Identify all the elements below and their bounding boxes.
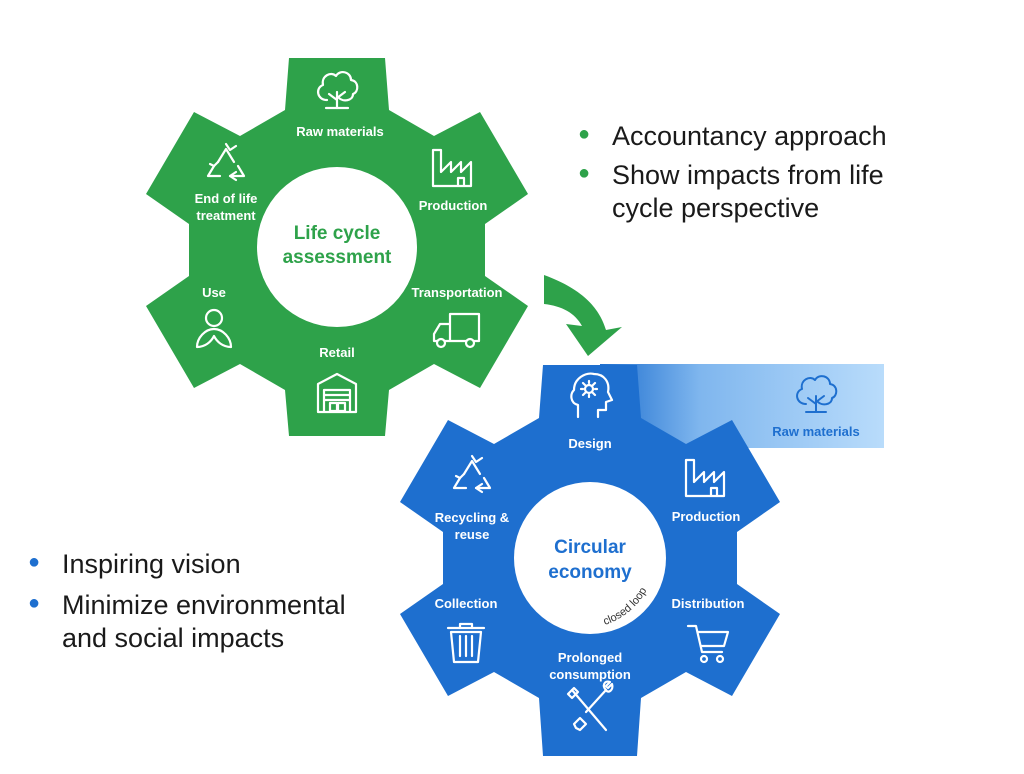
bullet-dot-icon: ● (28, 551, 41, 573)
ce-center-label-line2: economy (548, 562, 632, 583)
transition-arrow (544, 275, 622, 356)
factory-icon (431, 148, 473, 188)
lca-stage-retail: Retail (319, 345, 354, 360)
recycle-icon (452, 454, 492, 494)
ce-center-label-line1: Circular (554, 537, 626, 558)
raw-materials-panel-label: Raw materials (772, 424, 859, 439)
lca-center-hole (257, 167, 417, 327)
ce-stage-recycling-line1: Recycling & (435, 510, 509, 525)
lca-bullet: ● Accountancy approach (578, 120, 918, 153)
ce-bullet: ● Inspiring vision (28, 548, 388, 581)
tools-icon (566, 680, 614, 732)
lca-center-label-line1: Life cycle (294, 223, 381, 244)
bullet-dot-icon: ● (578, 123, 591, 145)
tree-icon (317, 70, 359, 110)
ce-stage-collection: Collection (435, 596, 498, 611)
ce-stage-recycling-line2: reuse (455, 527, 490, 542)
ce-bullet-text: Minimize environmental and social impact… (62, 590, 346, 653)
lca-gear: Life cycle assessment Raw materials Prod… (146, 58, 528, 436)
lca-bullet-text: Show impacts from life cycle perspective (612, 160, 884, 223)
lca-center-label-line2: assessment (283, 247, 392, 268)
ce-stage-prolonged-line2: consumption (549, 667, 631, 682)
lca-bullet-text: Accountancy approach (612, 121, 887, 151)
recycle-icon (206, 142, 246, 182)
lca-stage-end-of-life-line1: End of life (195, 191, 258, 206)
ce-stage-distribution: Distribution (672, 596, 745, 611)
factory-icon (684, 458, 726, 498)
ce-gear: Circular economy closed loop Design Prod… (400, 365, 780, 756)
ce-bullet: ● Minimize environmental and social impac… (28, 589, 388, 655)
lca-stage-use: Use (202, 285, 226, 300)
lca-bullet: ● Show impacts from life cycle perspectiv… (578, 159, 918, 225)
brain-gear-icon (570, 372, 614, 419)
lca-stage-production: Production (419, 198, 488, 213)
lca-bullet-list: ● Accountancy approach ● Show impacts from… (578, 120, 918, 231)
trash-icon (446, 622, 486, 664)
bullet-dot-icon: ● (578, 162, 591, 184)
ce-bullet-text: Inspiring vision (62, 549, 241, 579)
tree-icon (796, 375, 838, 413)
cart-icon (686, 624, 730, 664)
lca-stage-end-of-life-line2: treatment (196, 208, 256, 223)
truck-icon (432, 312, 481, 349)
ce-stage-prolonged-line1: Prolonged (558, 650, 622, 665)
bullet-dot-icon: ● (28, 592, 41, 614)
lca-stage-raw-materials: Raw materials (296, 124, 383, 139)
ce-center-hole (514, 482, 666, 634)
ce-stage-production: Production (672, 509, 741, 524)
lca-stage-transportation: Transportation (411, 285, 502, 300)
person-icon (195, 308, 233, 349)
ce-bullet-list: ● Inspiring vision ● Minimize environmenta… (28, 548, 388, 663)
ce-stage-design: Design (568, 436, 611, 451)
warehouse-icon (316, 372, 358, 414)
